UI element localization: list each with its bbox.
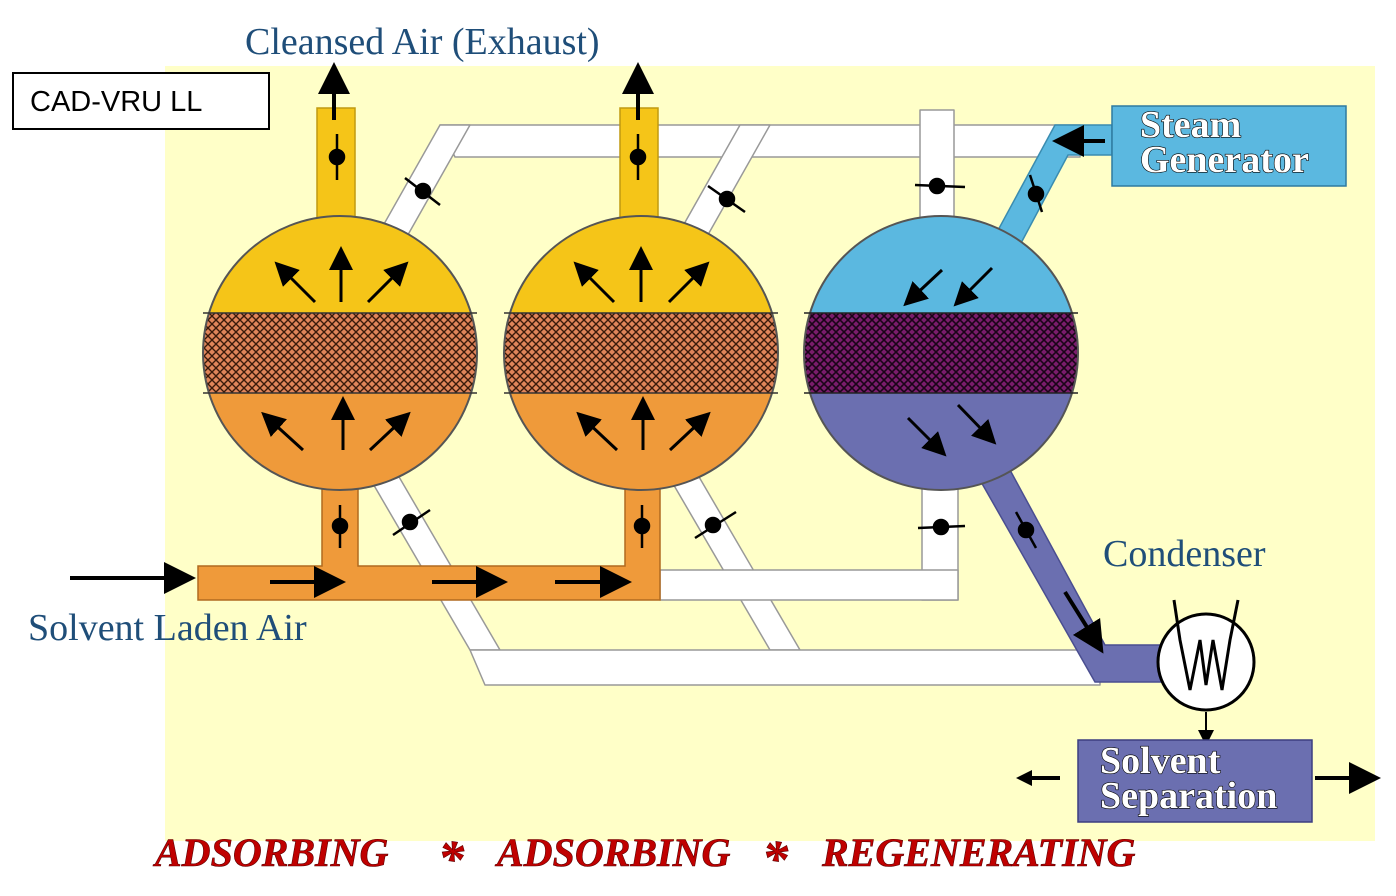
solvent-separation-label-line-2: Separation (1100, 775, 1277, 817)
steam-generator-label-line-1: Steam (1140, 104, 1241, 146)
condenser-label: Condenser (1103, 533, 1266, 575)
status-vessel-3: REGENERATING (821, 830, 1136, 875)
idle-piping (364, 109, 1101, 686)
condenser-icon (1156, 599, 1256, 746)
solvent-separation-label-line-1: Solvent (1100, 740, 1221, 782)
pipe-arrows (70, 62, 1381, 794)
tag-box: CAD-VRU LL (12, 72, 270, 130)
steam-generator-box (1111, 105, 1347, 187)
flow-arrows (261, 246, 997, 457)
solvent-separation-box (1077, 739, 1313, 823)
tag-label: CAD-VRU LL (30, 86, 203, 118)
valves (328, 134, 1045, 549)
status-separator-1: * (438, 831, 465, 888)
inlet-label: Solvent Laden Air (28, 607, 307, 649)
exhaust-label: Cleansed Air (Exhaust) (245, 21, 600, 63)
status-vessel-1: ADSORBING (152, 830, 389, 875)
status-separator-2: * (762, 831, 789, 888)
left-output-arrowhead (1016, 770, 1032, 786)
status-vessel-2: ADSORBING (494, 830, 731, 875)
steam-generator-label-line-2: Generator (1140, 139, 1309, 181)
